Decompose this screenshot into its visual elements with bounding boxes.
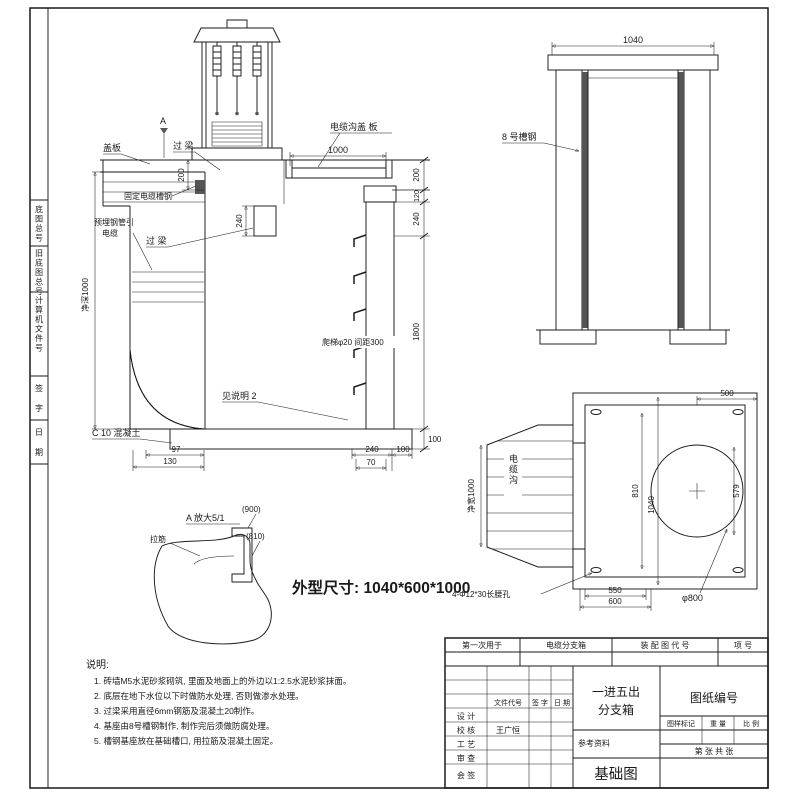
detail-title: A 放大5/1 (186, 512, 225, 523)
tb-product-name-line2: 分支箱 (598, 702, 634, 717)
dim-detail-810: (810) (246, 532, 265, 541)
detail-view: A 放大5/1 (900) (810) 拉筋 (150, 505, 272, 645)
tb-weight: 重 量 (710, 720, 726, 728)
tb-mark: 图样标记 (667, 719, 695, 728)
tb-review: 审 查 (457, 753, 475, 763)
label-section-marker-a: A (160, 116, 166, 126)
tb-date: 日 期 (554, 699, 570, 707)
dim-lintel-240: 240 (235, 214, 244, 228)
label-see-note-2: 见说明 2 (222, 390, 257, 401)
tb-drawing-no: 图纸编号 (690, 690, 738, 705)
tb-first-use: 第一次用于 (462, 640, 502, 650)
tb-product-name-line1: 一进五出 (592, 685, 640, 699)
strip-field-computer-file-no: 计算机文件号 (35, 295, 44, 353)
outline-size-label: 外型尺寸: 1040*600*1000 (292, 578, 470, 597)
tb-scale: 比 例 (743, 719, 759, 728)
dim-plan-600: 600 (608, 597, 622, 606)
dim-plan-810: 810 (631, 484, 640, 498)
dim-detail-900: (900) (242, 505, 261, 514)
label-embedded-pipe-line2: 电缆 (102, 228, 118, 238)
dim-trench-top-1000: 1000 (328, 145, 348, 155)
tb-checker-name: 王广恒 (496, 725, 520, 735)
tb-assembly-code: 装 配 图 代 号 (641, 640, 690, 650)
tb-craft: 工 艺 (457, 740, 475, 749)
tb-countersign: 会 签 (457, 770, 475, 780)
label-slot-holes: 4-Φ12*30长腰孔 (452, 589, 510, 599)
title-block: 第一次用于 电缆分支箱 装 配 图 代 号 项 号 文件代号 签 字 日 期 设… (444, 637, 769, 789)
note-5: 5. 槽钢基座放在基础槽口, 用拉筋及混凝土固定。 (94, 736, 278, 746)
dim-right-1800: 1800 (412, 323, 421, 341)
strip-field-sign: 签 字 (35, 383, 44, 413)
front-view: 1040 8 号槽钢 (502, 35, 730, 345)
sheet-frame: 底图总号 旧底图总号 计算机文件号 签 字 日 期 (29, 7, 769, 789)
note-3: 3. 过梁采用直径6mm钢筋及混凝土20制作。 (94, 706, 259, 716)
strip-field-archive-no: 底图总号 (35, 204, 44, 243)
dim-bottom-100: 100 (396, 445, 410, 454)
note-4: 4. 基座由8号槽钢制作, 制作完后须做防腐处理。 (94, 721, 274, 731)
dim-right-200: 200 (412, 168, 421, 182)
label-lintel-1: 过 梁 (173, 140, 194, 151)
dim-bottom-130: 130 (163, 457, 177, 466)
tb-doc-code: 文件代号 (494, 698, 522, 707)
section-view: 1000 200 240 净深1000 200 120 240 1800 100… (80, 19, 442, 471)
tb-reference: 参考资料 (578, 738, 610, 748)
label-ladder: 爬梯φ20 间距300 (322, 337, 384, 347)
dim-cover-depth-200: 200 (177, 168, 186, 182)
dim-right-100: 100 (428, 435, 442, 444)
tb-product: 电缆分支箱 (546, 640, 586, 650)
plan-view: 电缆沟 净宽1000 500 810 1040 579 φ800 550 600… (452, 389, 758, 611)
tb-sheet-count: 第 张 共 张 (695, 746, 734, 756)
dim-right-240: 240 (412, 212, 421, 226)
label-tie-bar: 拉筋 (150, 534, 166, 544)
tb-item-no: 项 号 (734, 641, 752, 650)
label-c10-concrete: C 10 混凝土 (92, 427, 141, 438)
label-cable-trench: 电缆沟 (508, 453, 518, 486)
label-lintel-2: 过 梁 (146, 235, 167, 246)
dim-plan-phi800: φ800 (682, 593, 703, 603)
dim-front-1040: 1040 (623, 35, 643, 45)
label-cover-plate: 盖板 (103, 142, 121, 153)
tb-drawing-title: 基础图 (594, 766, 638, 783)
dim-net-depth-1000: 净深1000 (80, 278, 90, 312)
label-trench-cover-plate: 电缆沟盖 板 (330, 121, 378, 132)
note-2: 2. 底层在地下水位以下时做防水处理, 否则做渗水处理。 (94, 691, 304, 701)
dim-plan-550: 550 (608, 586, 622, 595)
notes: 说明: 1. 砖墙M5水泥砂浆砌筑, 里面及地面上的外边以1:2.5水泥砂浆抹面… (86, 658, 351, 746)
dim-plan-1040: 1040 (647, 496, 656, 514)
strip-field-date: 日 期 (35, 428, 44, 458)
tb-sign: 签 字 (532, 698, 548, 707)
tb-check: 校 核 (457, 725, 475, 735)
dim-bottom-97: 97 (172, 445, 181, 454)
label-embedded-pipe-line1: 预埋钢管引 (94, 217, 134, 227)
label-channel-steel-8: 8 号槽钢 (502, 131, 537, 142)
notes-title: 说明: (86, 658, 109, 671)
dim-bottom-70: 70 (367, 458, 376, 467)
label-fixed-channel-steel: 固定电缆槽钢 (124, 191, 172, 201)
dim-plan-579: 579 (732, 484, 741, 498)
dim-net-width-1000: 净宽1000 (466, 479, 476, 513)
dim-right-120: 120 (414, 190, 421, 202)
tb-design: 设 计 (457, 711, 475, 721)
note-1: 1. 砖墙M5水泥砂浆砌筑, 里面及地面上的外边以1:2.5水泥砂浆抹面。 (94, 676, 351, 686)
dim-plan-500: 500 (720, 389, 734, 398)
strip-field-old-archive-no: 旧底图总号 (35, 249, 44, 297)
dim-bottom-240: 240 (365, 445, 379, 454)
